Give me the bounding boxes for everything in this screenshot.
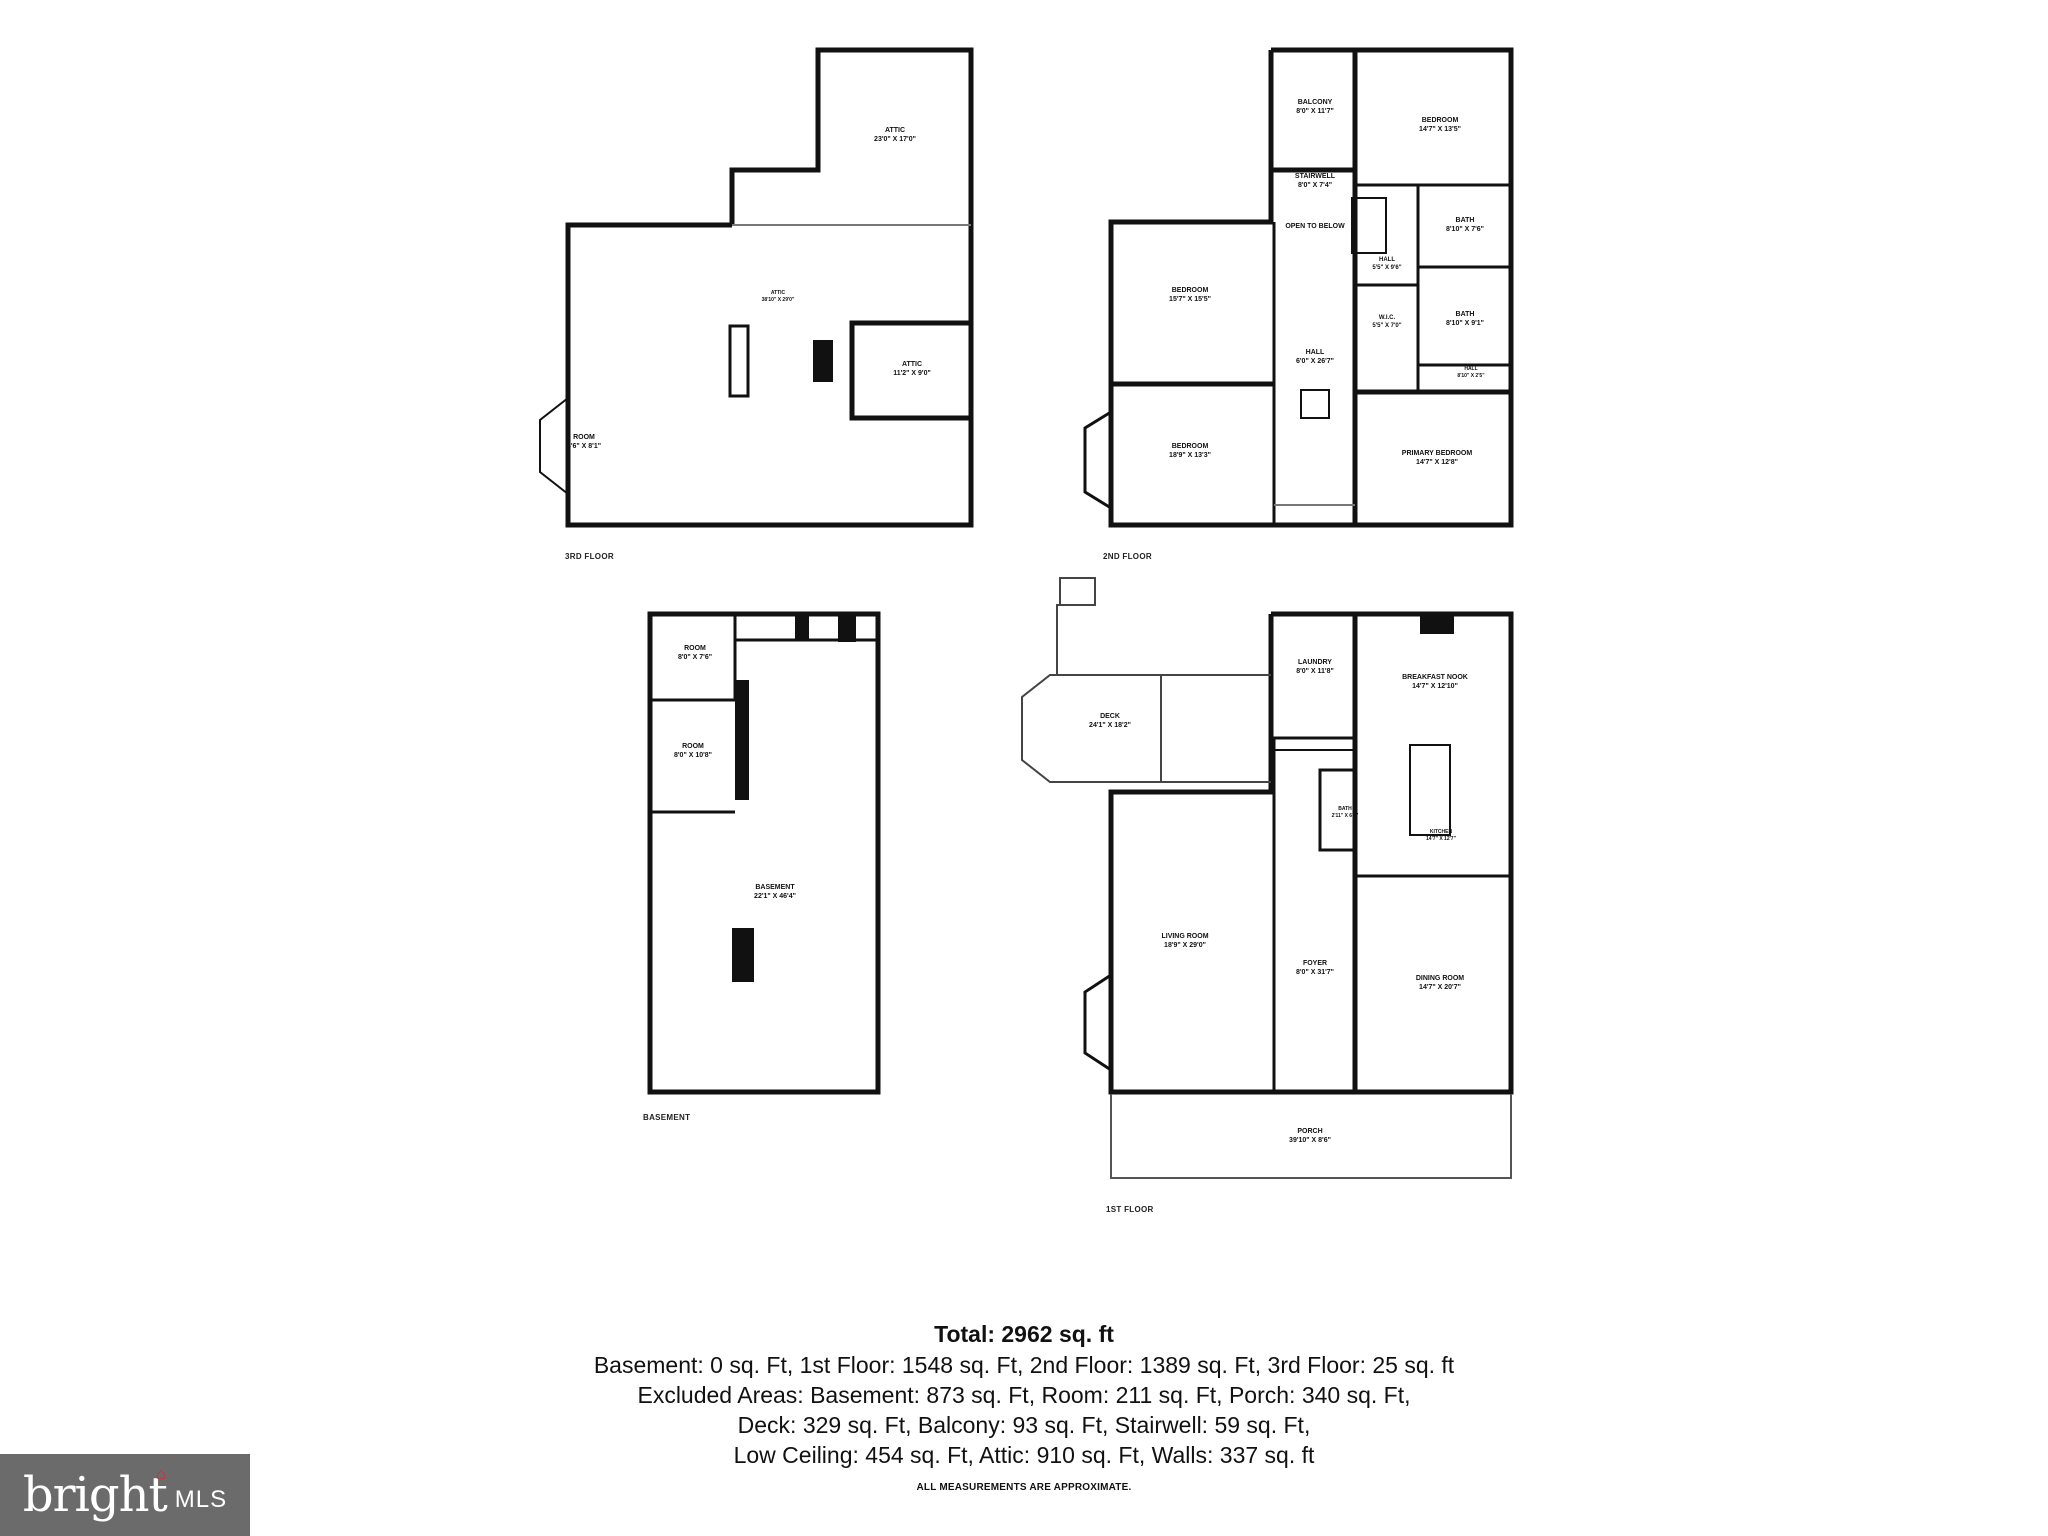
basement-plan	[647, 611, 881, 1095]
logo-word: bright	[22, 1467, 168, 1523]
bright-mls-logo: bright ⌂ MLS	[0, 1454, 250, 1536]
floor-label-basement: BASEMENT	[643, 1113, 691, 1122]
summary-line: Excluded Areas: Basement: 873 sq. Ft, Ro…	[637, 1382, 1411, 1408]
summary-line: Deck: 329 sq. Ft, Balcony: 93 sq. Ft, St…	[737, 1412, 1311, 1438]
floor-label-1st: 1ST FLOOR	[1106, 1205, 1154, 1214]
room-open-to-below: OPEN TO BELOW	[1285, 223, 1345, 230]
floor-label-2nd: 2ND FLOOR	[1103, 552, 1152, 561]
area-summary: Total: 2962 sq. ft Basement: 0 sq. Ft, 1…	[0, 1318, 2048, 1493]
house-icon: ⌂	[156, 1466, 166, 1483]
logo-suffix: MLS	[174, 1486, 228, 1513]
disclaimer: ALL MEASUREMENTS ARE APPROXIMATE.	[916, 1482, 1132, 1493]
room-wic: W.I.C.5'5" X 7'0"	[1372, 315, 1402, 329]
summary-line: Low Ceiling: 454 sq. Ft, Attic: 910 sq. …	[733, 1442, 1315, 1468]
first-floor-plan	[1021, 577, 1514, 1179]
floor-label-3rd: 3RD FLOOR	[565, 552, 614, 561]
summary-line: Basement: 0 sq. Ft, 1st Floor: 1548 sq. …	[593, 1352, 1455, 1378]
total-area: Total: 2962 sq. ft	[934, 1321, 1114, 1347]
third-floor-plan	[539, 47, 974, 528]
second-floor-plan	[1083, 47, 1514, 528]
